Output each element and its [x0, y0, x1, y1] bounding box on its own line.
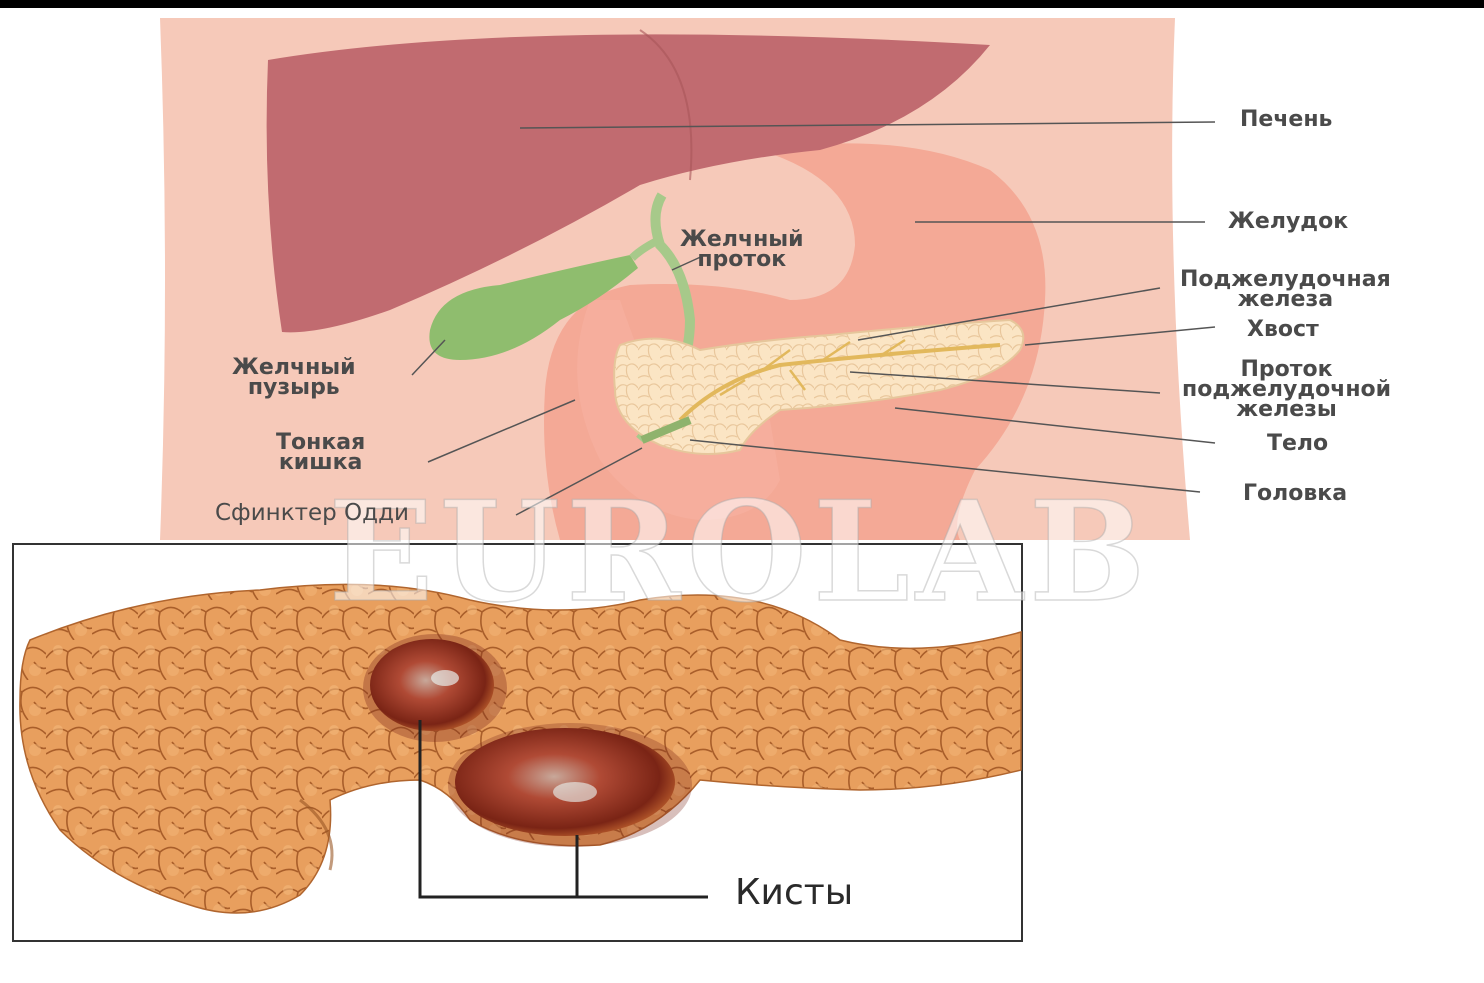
- top-border: [0, 0, 1484, 8]
- label-pancreas: Поджелудочная железа: [1180, 270, 1391, 310]
- label-stomach: Желудок: [1228, 212, 1348, 232]
- label-gallbladder-line2: пузырь: [232, 378, 356, 398]
- label-small-intestine-line2: кишка: [276, 453, 365, 473]
- label-head: Головка: [1243, 484, 1347, 504]
- label-gallbladder: Желчный пузырь: [232, 358, 356, 398]
- label-bile-duct-line2: проток: [680, 250, 804, 270]
- label-small-intestine: Тонкая кишка: [276, 433, 365, 473]
- label-bile-duct: Желчный проток: [680, 230, 804, 270]
- label-cysts: Кисты: [735, 872, 853, 913]
- label-pancreatic-duct-line3: железы: [1182, 400, 1391, 420]
- label-pancreatic-duct: Проток поджелудочной железы: [1182, 360, 1391, 420]
- label-tail: Хвост: [1247, 320, 1319, 340]
- label-sphincter-oddi: Сфинктер Одди: [215, 503, 409, 523]
- watermark: EUROLAB: [200, 470, 1280, 633]
- label-body: Тело: [1267, 434, 1328, 454]
- cyst-1: [370, 639, 494, 731]
- cyst-2: [455, 728, 675, 836]
- label-liver: Печень: [1240, 110, 1332, 130]
- label-pancreas-line2: железа: [1180, 290, 1391, 310]
